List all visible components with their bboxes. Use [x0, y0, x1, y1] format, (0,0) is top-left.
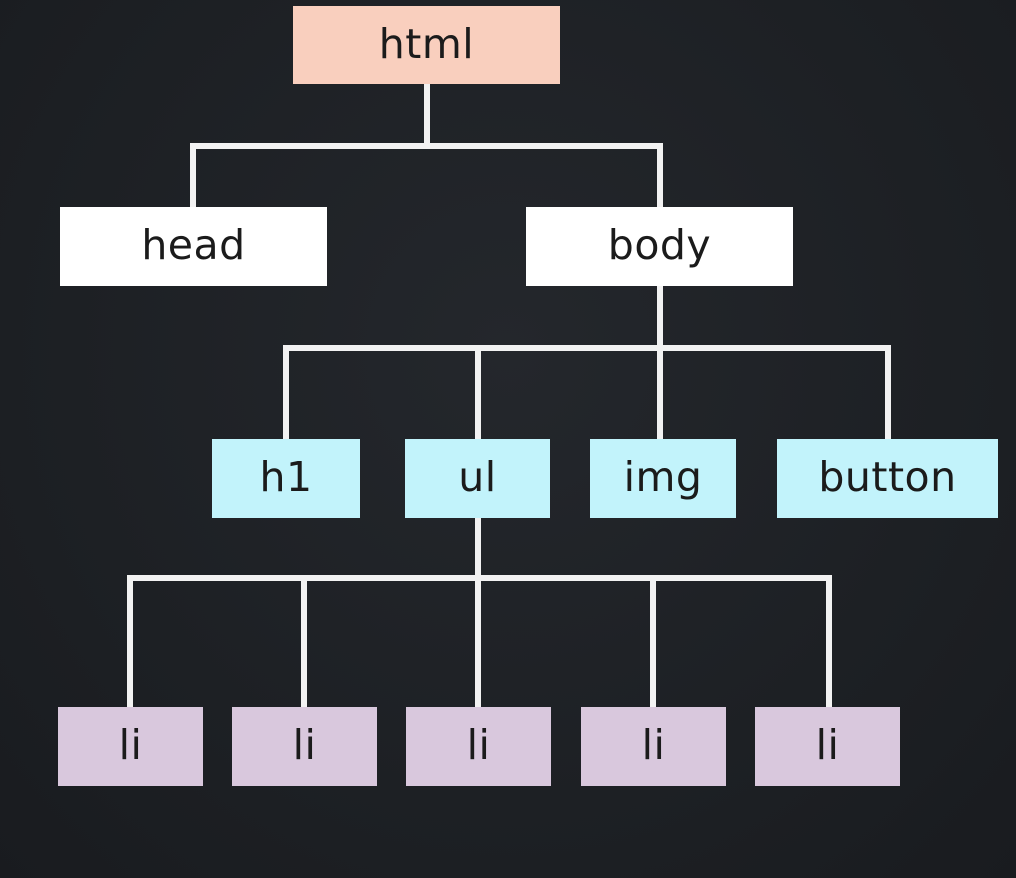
- node-img: img: [590, 439, 736, 518]
- node-html: html: [293, 6, 560, 84]
- node-li-3: li: [406, 707, 551, 786]
- node-li-1: li: [58, 707, 203, 786]
- node-li-5-label: li: [815, 721, 840, 769]
- node-html-label: html: [378, 19, 475, 68]
- node-li-3-label: li: [466, 721, 491, 769]
- node-head-label: head: [141, 221, 246, 269]
- node-li-2-label: li: [292, 721, 317, 769]
- node-ul: ul: [405, 439, 550, 518]
- node-h1: h1: [212, 439, 360, 518]
- node-li-4: li: [581, 707, 726, 786]
- node-li-1-label: li: [118, 721, 143, 769]
- node-body: body: [526, 207, 793, 286]
- node-body-label: body: [607, 221, 712, 269]
- node-h1-label: h1: [259, 453, 313, 501]
- node-button-label: button: [818, 453, 957, 501]
- node-head: head: [60, 207, 327, 286]
- node-button: button: [777, 439, 998, 518]
- node-li-2: li: [232, 707, 377, 786]
- node-li-5: li: [755, 707, 900, 786]
- node-ul-label: ul: [458, 453, 497, 501]
- node-li-4-label: li: [641, 721, 666, 769]
- node-img-label: img: [623, 453, 703, 501]
